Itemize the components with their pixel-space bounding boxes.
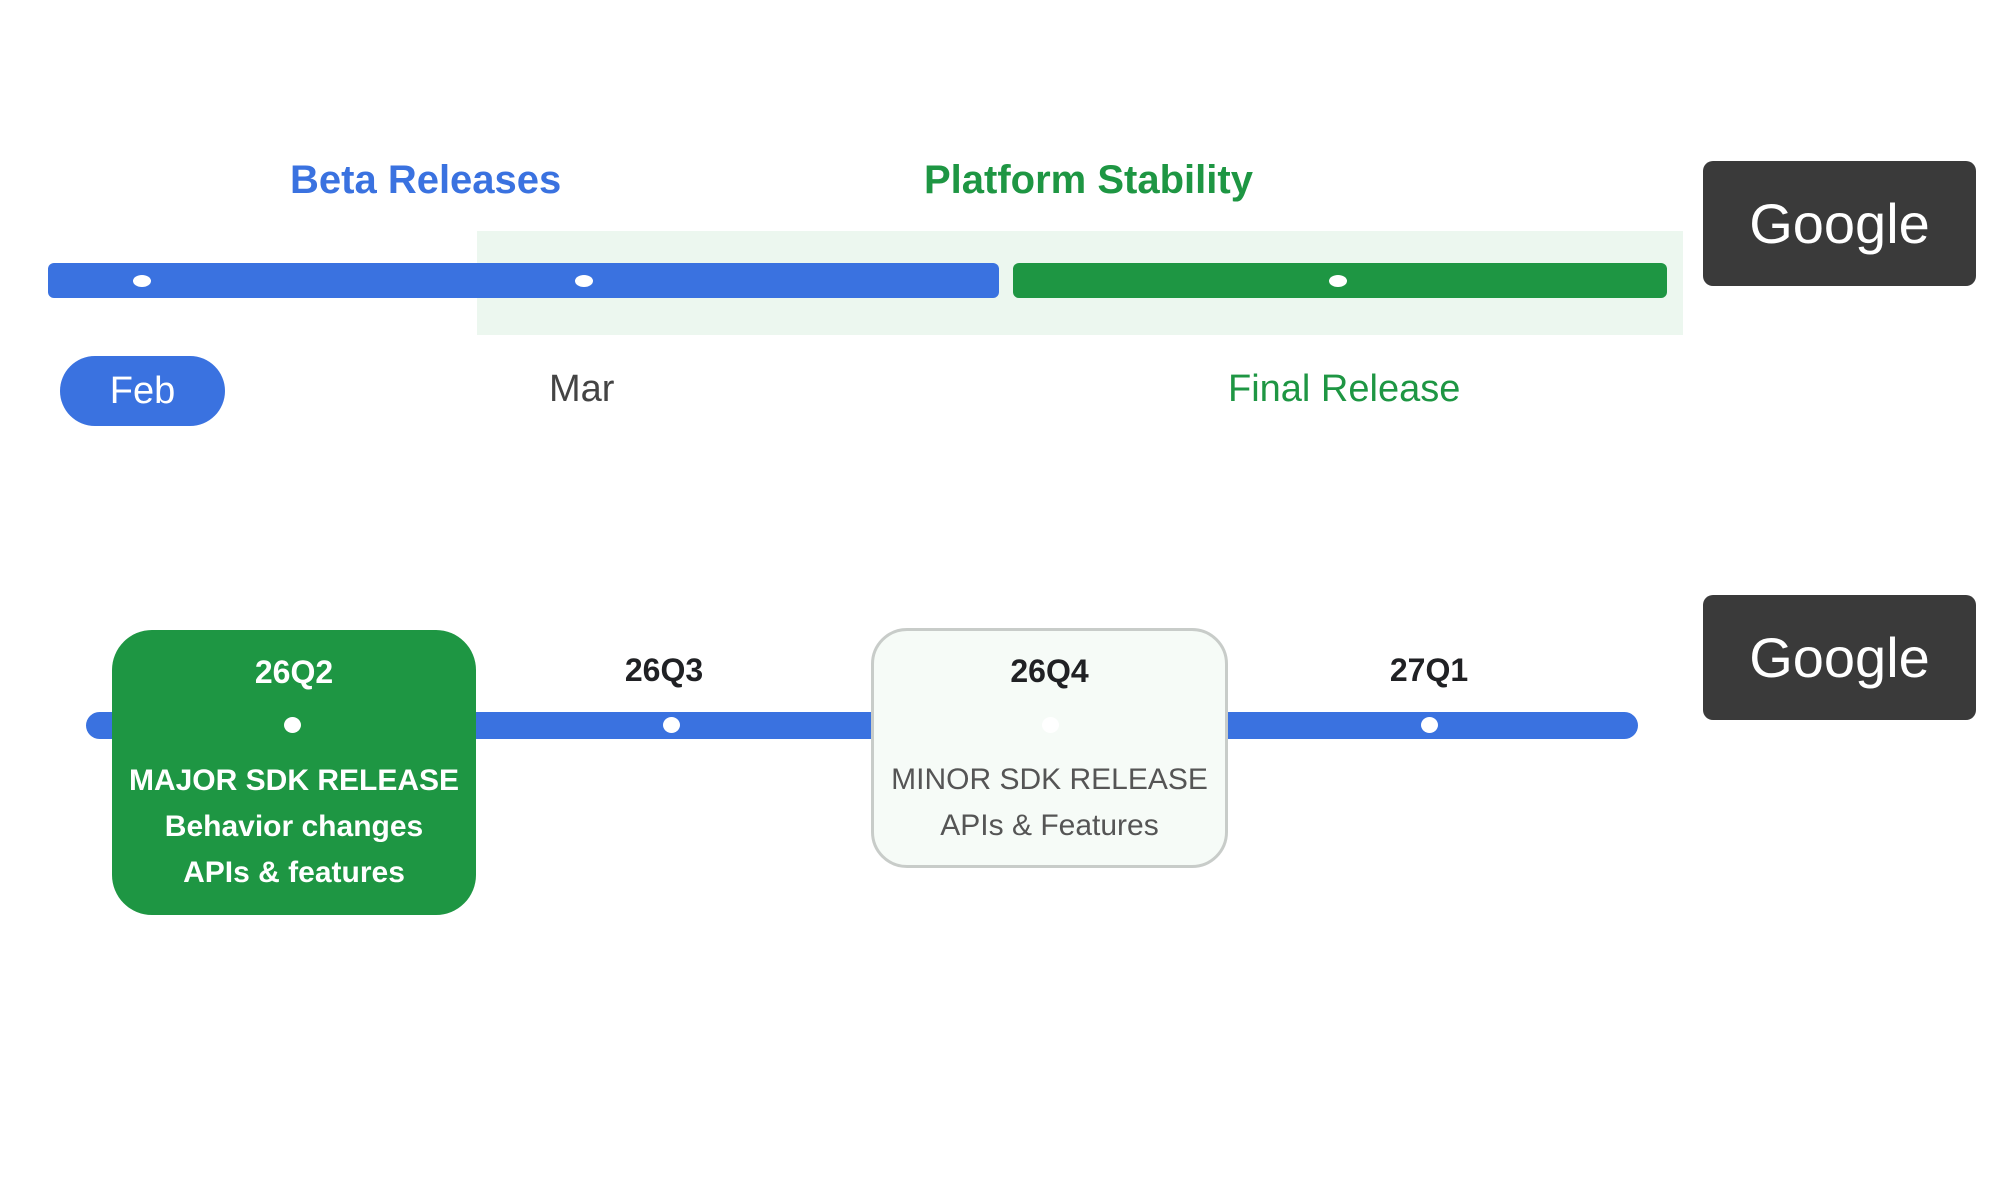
google-badge-bottom: Google [1703,595,1976,720]
major-sdk-release-card: 26Q2 MAJOR SDK RELEASE Behavior changes … [112,630,476,915]
platform-stability-label: Platform Stability [924,158,1253,202]
minor-release-line2: APIs & Features [940,809,1159,842]
minor-sdk-release-card: 26Q4 MINOR SDK RELEASE APIs & Features [871,628,1228,868]
google-badge-top: Google [1703,161,1976,286]
q1-milestone-dot [1421,717,1438,733]
feb-milestone-dot [133,275,151,287]
major-release-title: MAJOR SDK RELEASE [128,764,460,797]
feb-pill: Feb [60,356,225,426]
minor-release-title: MINOR SDK RELEASE [891,763,1208,796]
major-release-line3: APIs & features [183,856,405,889]
minor-quarter-label: 26Q4 [1010,653,1089,689]
quarter-label-26q3: 26Q3 [624,652,704,688]
major-release-line2: Behavior changes [164,810,424,843]
quarter-label-27q1: 27Q1 [1389,652,1469,688]
q2-milestone-dot [284,717,301,733]
final-release-dot [1329,275,1347,287]
final-release-label: Final Release [1228,368,1461,410]
beta-releases-label: Beta Releases [290,158,562,202]
major-quarter-label: 26Q2 [254,654,334,690]
mar-milestone-dot [575,275,593,287]
mar-label: Mar [549,368,615,410]
q3-milestone-dot [663,717,680,733]
q4-milestone-dot [1042,717,1059,733]
beta-releases-bar [48,263,999,298]
